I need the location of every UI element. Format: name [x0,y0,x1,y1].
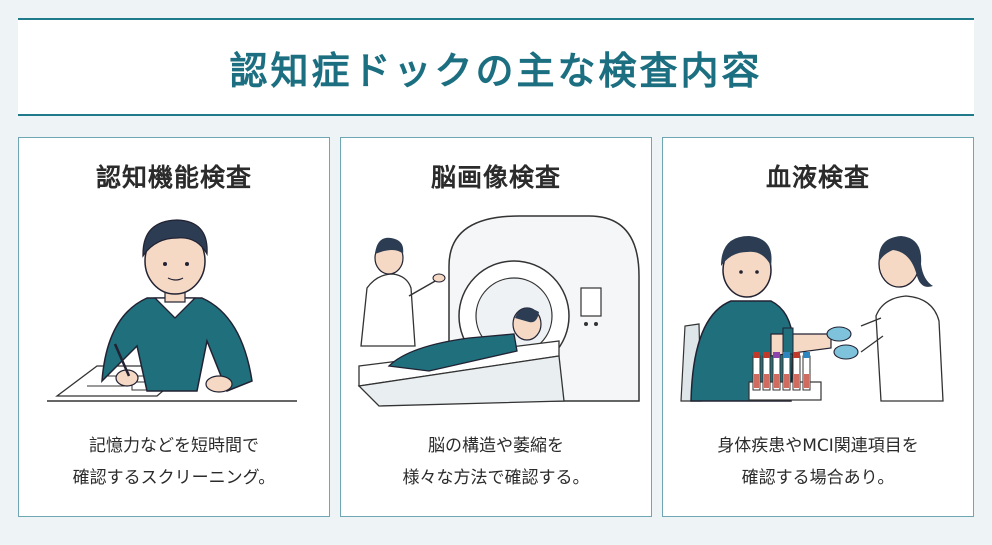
description-line-1: 脳の構造や萎縮を [428,436,564,456]
blood-draw-illustration [680,236,944,402]
written-test-illustration [47,219,297,402]
panel-heading: 認知機能検査 [95,163,252,192]
panel-cognitive-test: 認知機能検査 記憶力などを短時間で 確認するスクリーニング。 [18,137,330,517]
description-line-2: 確認するスクリーニング。 [72,468,276,488]
mri-illustration [357,215,640,407]
description-line-1: 身体疾患やMCI関連項目を [717,436,919,456]
panel-description: 記憶力などを短時間で 確認するスクリーニング。 [19,430,329,494]
panel-heading: 脳画像検査 [430,163,561,192]
panel-blood-test: 血液検査 [662,137,974,517]
description-line-2: 確認する場合あり。 [741,468,895,488]
page-title: 認知症ドックの主な検査内容 [229,48,763,93]
panel-brain-imaging: 脳画像検査 脳の構造や萎縮を 様々な方法で確認する。 [340,137,652,517]
title-banner: 認知症ドックの主な検査内容 [18,18,974,116]
description-line-2: 様々な方法で確認する。 [402,468,590,488]
panel-heading: 血液検査 [765,163,870,192]
panel-description: 身体疾患やMCI関連項目を 確認する場合あり。 [663,430,973,494]
panel-description: 脳の構造や萎縮を 様々な方法で確認する。 [341,430,651,494]
description-line-1: 記憶力などを短時間で [89,436,259,456]
